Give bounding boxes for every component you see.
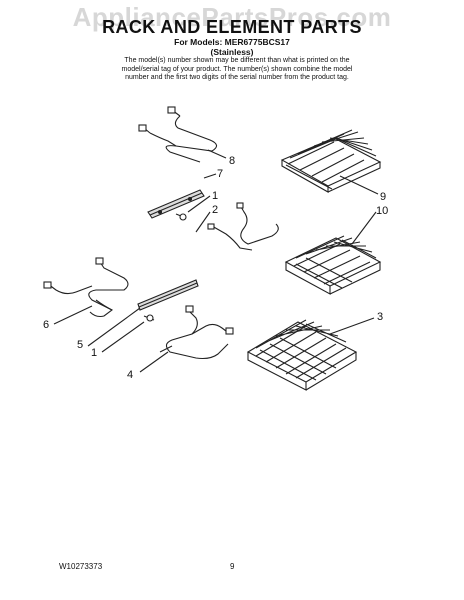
bake-element-lower xyxy=(159,305,234,360)
notice-line-3: number and the first two digits of the s… xyxy=(125,74,349,82)
callout-5: 5 xyxy=(77,339,83,351)
models-line: For Models: MER6775BCS17 xyxy=(174,37,290,47)
notice-line-1: The model(s) number shown may be differe… xyxy=(124,57,350,64)
leader-1-upper xyxy=(187,195,211,213)
footer-part-number: W10273373 xyxy=(59,562,103,571)
model-notice: The model(s) number shown may be differe… xyxy=(112,57,362,83)
rack-lower xyxy=(246,319,358,391)
notice-line-2: model/serial tag of your product. The nu… xyxy=(121,65,353,73)
leader-9 xyxy=(339,175,379,195)
callout-3: 3 xyxy=(377,311,383,323)
footer-page-number: 9 xyxy=(230,562,235,571)
leader-7 xyxy=(203,173,217,179)
leader-2 xyxy=(195,211,211,233)
callout-6: 6 xyxy=(43,319,49,331)
watermark-text: AppliancePartsPros.com xyxy=(72,2,392,32)
callout-7: 7 xyxy=(217,168,223,180)
callout-2: 2 xyxy=(212,204,218,216)
callout-4: 4 xyxy=(127,369,133,381)
leader-3 xyxy=(329,317,375,335)
bake-element-upper xyxy=(207,202,279,251)
screw-lower xyxy=(143,314,155,322)
leader-6 xyxy=(53,305,93,325)
leader-5 xyxy=(87,307,141,347)
leader-10 xyxy=(351,211,377,245)
callout-1-upper: 1 xyxy=(212,190,218,202)
broil-bracket xyxy=(147,189,205,219)
screw-upper xyxy=(175,213,187,221)
rack-middle xyxy=(284,235,382,295)
leader-8 xyxy=(207,149,227,159)
leader-1-lower xyxy=(101,321,145,353)
leader-4 xyxy=(139,351,169,373)
model-info: For Models: MER6775BCS17 (Stainless) xyxy=(0,37,464,57)
callout-8: 8 xyxy=(229,155,235,167)
finish-line: (Stainless) xyxy=(210,47,254,57)
rack-upper xyxy=(280,129,382,193)
callout-10: 10 xyxy=(376,205,388,217)
hidden-element xyxy=(43,257,129,318)
callout-1-lower: 1 xyxy=(91,347,97,359)
callout-9: 9 xyxy=(380,191,386,203)
broil-element xyxy=(138,106,218,163)
page-title: RACK AND ELEMENT PARTS xyxy=(102,17,362,37)
